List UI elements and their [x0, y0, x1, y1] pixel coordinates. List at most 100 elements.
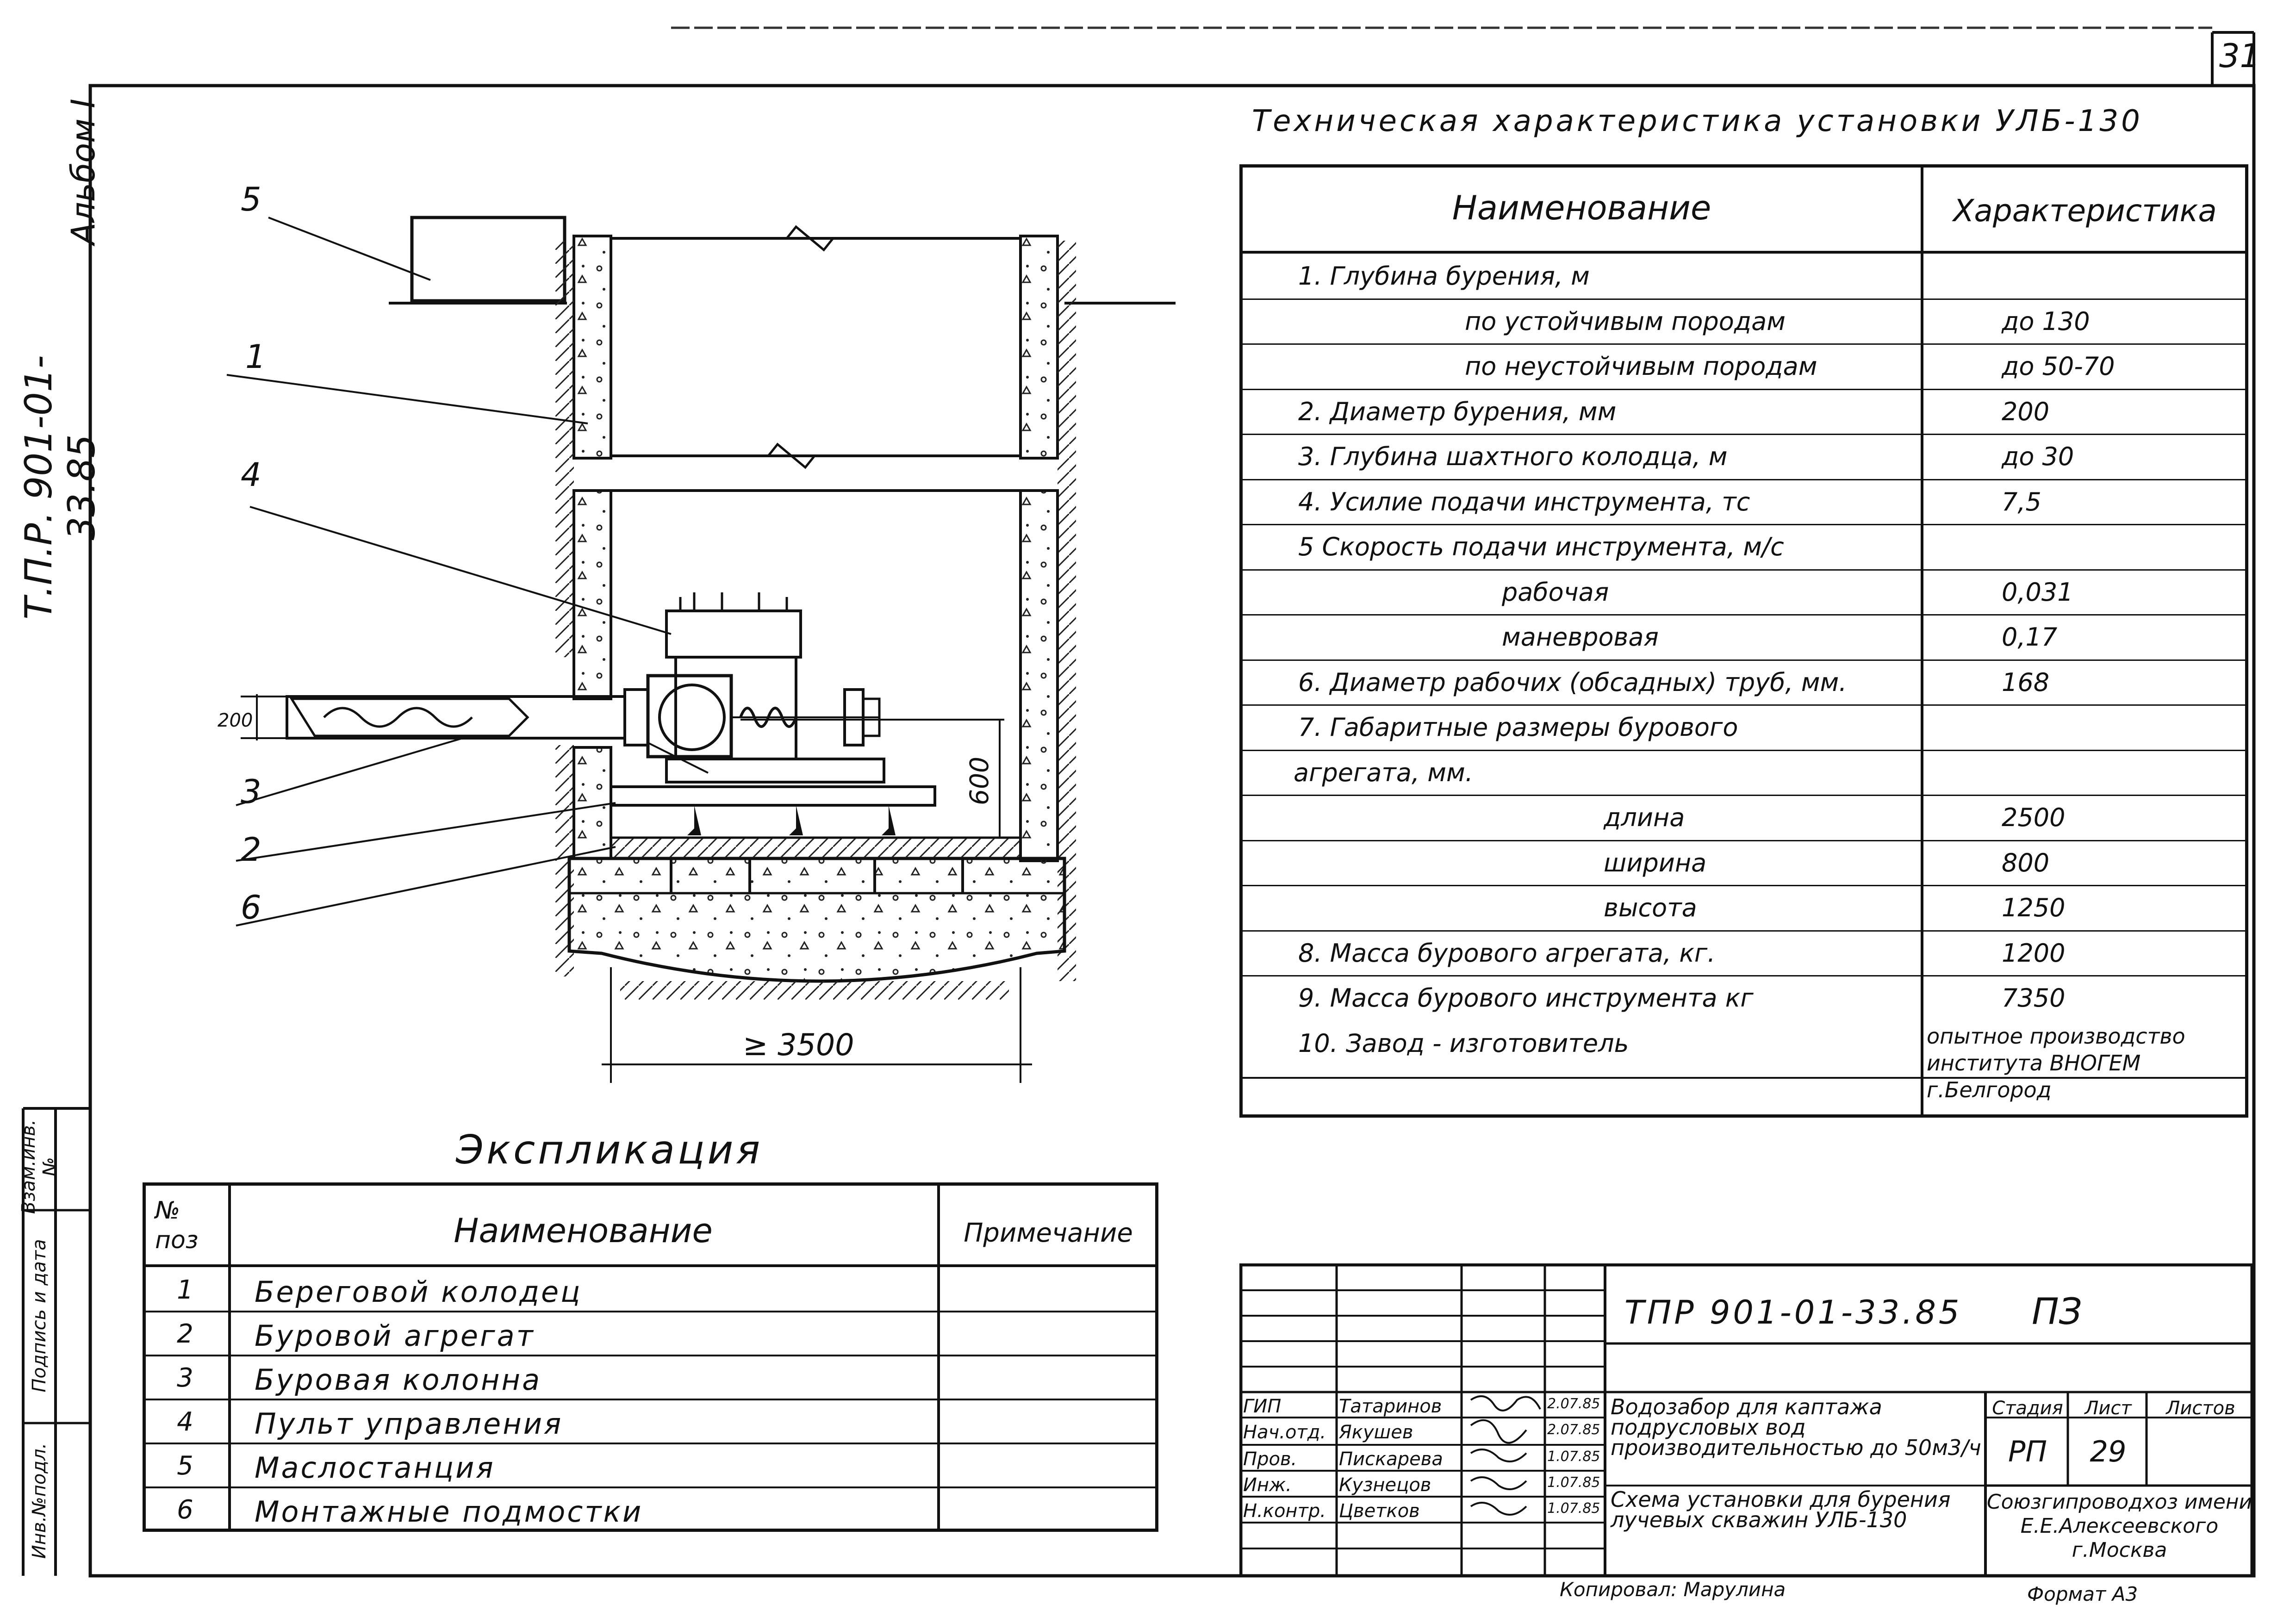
mounting-scaffold: [610, 836, 1022, 860]
expl-row-no: 1: [177, 1275, 193, 1305]
expl-row-name: Буровой агрегат: [255, 1319, 535, 1353]
signatory-role: Инж.: [1243, 1474, 1292, 1496]
tech-row-name: 10. Завод - изготовитель: [1298, 1028, 1629, 1058]
sheet-value: 29: [2090, 1435, 2127, 1468]
tech-row-value: 168: [2002, 667, 2050, 697]
doc-code: ТПР 901-01-33.85: [1624, 1293, 1962, 1331]
expl-header-note: Примечание: [964, 1218, 1133, 1248]
expl-row-name: Буровая колонна: [255, 1363, 542, 1397]
expl-row-no: 5: [177, 1451, 193, 1481]
tech-row-name: 9. Масса бурового инструмента кг: [1298, 983, 1754, 1013]
tech-row-name: по устойчивым породам: [1465, 306, 1786, 336]
tech-header-char: Характеристика: [1953, 193, 2217, 229]
tech-row-name: 1. Глубина бурения, м: [1298, 261, 1590, 291]
tech-title: Техническая характеристика установки УЛБ…: [1252, 104, 2143, 138]
tech-header-name: Наименование: [1452, 188, 1711, 227]
tech-row-name: ширина: [1604, 848, 1707, 877]
callout-4: 4: [241, 456, 261, 494]
control-panel: [665, 609, 802, 659]
tech-row-value: до 50-70: [2002, 352, 2115, 381]
dim-3500: ≥ 3500: [743, 1028, 854, 1063]
signatory-role: Нач.отд.: [1243, 1422, 1326, 1443]
signatory-name: Пискарева: [1339, 1449, 1443, 1470]
tech-row-value: 0,17: [2002, 622, 2058, 652]
well-bottom-slab: [567, 857, 1066, 983]
callout-3: 3: [241, 773, 261, 811]
tech-row-name: 8. Масса бурового агрегата, кг.: [1298, 938, 1716, 968]
vzam-inv-label: Взам.инв.№: [18, 1119, 61, 1214]
sheet-code: ПЗ: [2032, 1291, 2082, 1333]
page-number: 31: [2219, 37, 2261, 75]
signatory-name: Цветков: [1339, 1500, 1420, 1522]
expl-row-no: 6: [177, 1495, 193, 1525]
well-wall-right-lower: [1019, 489, 1059, 862]
signatory-role: Н.контр.: [1243, 1500, 1326, 1522]
tech-row-value: до 130: [2002, 306, 2090, 336]
tech-row-name: 7. Габаритные размеры бурового: [1298, 713, 1738, 742]
tech-row-value: 1250: [2002, 893, 2066, 922]
tech-row-value: до 30: [2002, 442, 2074, 471]
signatory-name: Кузнецов: [1339, 1474, 1431, 1496]
signatory-date: 1.07.85: [1547, 1474, 1600, 1491]
expl-row-no: 2: [177, 1319, 193, 1349]
signatory-date: 1.07.85: [1547, 1500, 1600, 1517]
well-wall-right-upper: [1019, 235, 1059, 460]
expl-row-name: Береговой колодец: [255, 1275, 582, 1309]
dim-600: 600: [964, 757, 994, 805]
signatory-name: Татаринов: [1339, 1396, 1442, 1417]
explication-title: Экспликация: [456, 1127, 763, 1173]
tech-row-value: 200: [2002, 397, 2050, 426]
oil-station: [410, 216, 566, 303]
callout-2: 2: [241, 831, 261, 869]
tech-table: Наименование Характеристика 1. Глубина б…: [1239, 164, 2248, 1118]
callout-5: 5: [241, 180, 261, 218]
signatory-date: 2.07.85: [1547, 1422, 1600, 1438]
callout-6: 6: [241, 889, 261, 927]
inv-podl-label: Инв.№подл.: [29, 1443, 50, 1559]
drill-column: [286, 695, 626, 740]
tech-row-name: маневровая: [1502, 622, 1659, 652]
expl-row-name: Пульт управления: [255, 1407, 563, 1441]
callout-1: 1: [245, 338, 266, 376]
expl-row-no: 3: [177, 1363, 193, 1393]
tech-row-value: 2500: [2002, 803, 2066, 832]
tech-row-value: 7,5: [2002, 487, 2041, 516]
tech-row-value: 0,031: [2002, 577, 2073, 607]
tech-row-name: длина: [1604, 803, 1685, 832]
well-wall-left-lower: [572, 489, 612, 700]
tech-row-name: 6. Диаметр рабочих (обсадных) труб, мм.: [1298, 667, 1847, 697]
expl-row-no: 4: [177, 1407, 193, 1437]
signatory-role: ГИП: [1243, 1396, 1282, 1417]
expl-header-name: Наименование: [454, 1211, 713, 1250]
format-label: Формат А3: [2027, 1583, 2138, 1605]
expl-header-no: № поз: [155, 1197, 199, 1254]
stage-value: РП: [2008, 1435, 2047, 1468]
copied-by: Копировал: Марулина: [1560, 1578, 1786, 1601]
signatory-role: Пров.: [1243, 1449, 1297, 1470]
tech-row-value: 800: [2002, 848, 2050, 877]
tech-row-name: 4. Усилие подачи инструмента, тс: [1298, 487, 1750, 516]
podpis-data-label: Подпись и дата: [29, 1239, 50, 1393]
sheet-title: Схема установки для бурения лучевых сква…: [1611, 1487, 1951, 1532]
organization: Союзгипроводхоз имени Е.Е.Алексеевского …: [1986, 1490, 2252, 1562]
title-block-grid: [1239, 1263, 2254, 1578]
tech-row-name: по неустойчивым породам: [1465, 352, 1817, 381]
tech-row-name: высота: [1604, 893, 1697, 922]
expl-row-name: Маслостанция: [255, 1451, 495, 1485]
signatory-date: 2.07.85: [1547, 1396, 1600, 1412]
tech-row-value: опытное производство института ВНОГЕМ г.…: [1927, 1023, 2185, 1102]
tech-row-name: 5 Скорость подачи инструмента, м/с: [1298, 532, 1784, 561]
project-title: Водозабор для каптажа подрусловых вод пр…: [1611, 1394, 1981, 1460]
tech-row-name: 2. Диаметр бурения, мм: [1298, 397, 1617, 426]
sheet-label: Лист: [2084, 1398, 2132, 1419]
tech-row-name: агрегата, мм.: [1294, 758, 1473, 787]
well-wall-left-upper: [572, 235, 612, 460]
well-wall-left-bottom: [572, 746, 612, 860]
tech-row-value: 7350: [2002, 983, 2066, 1013]
tech-row-name: рабочая: [1502, 577, 1609, 607]
tech-row-name: 3. Глубина шахтного колодца, м: [1298, 442, 1728, 471]
signatory-name: Якушев: [1339, 1422, 1413, 1443]
sheets-label: Листов: [2166, 1398, 2235, 1419]
tech-row-value: 1200: [2002, 938, 2066, 968]
